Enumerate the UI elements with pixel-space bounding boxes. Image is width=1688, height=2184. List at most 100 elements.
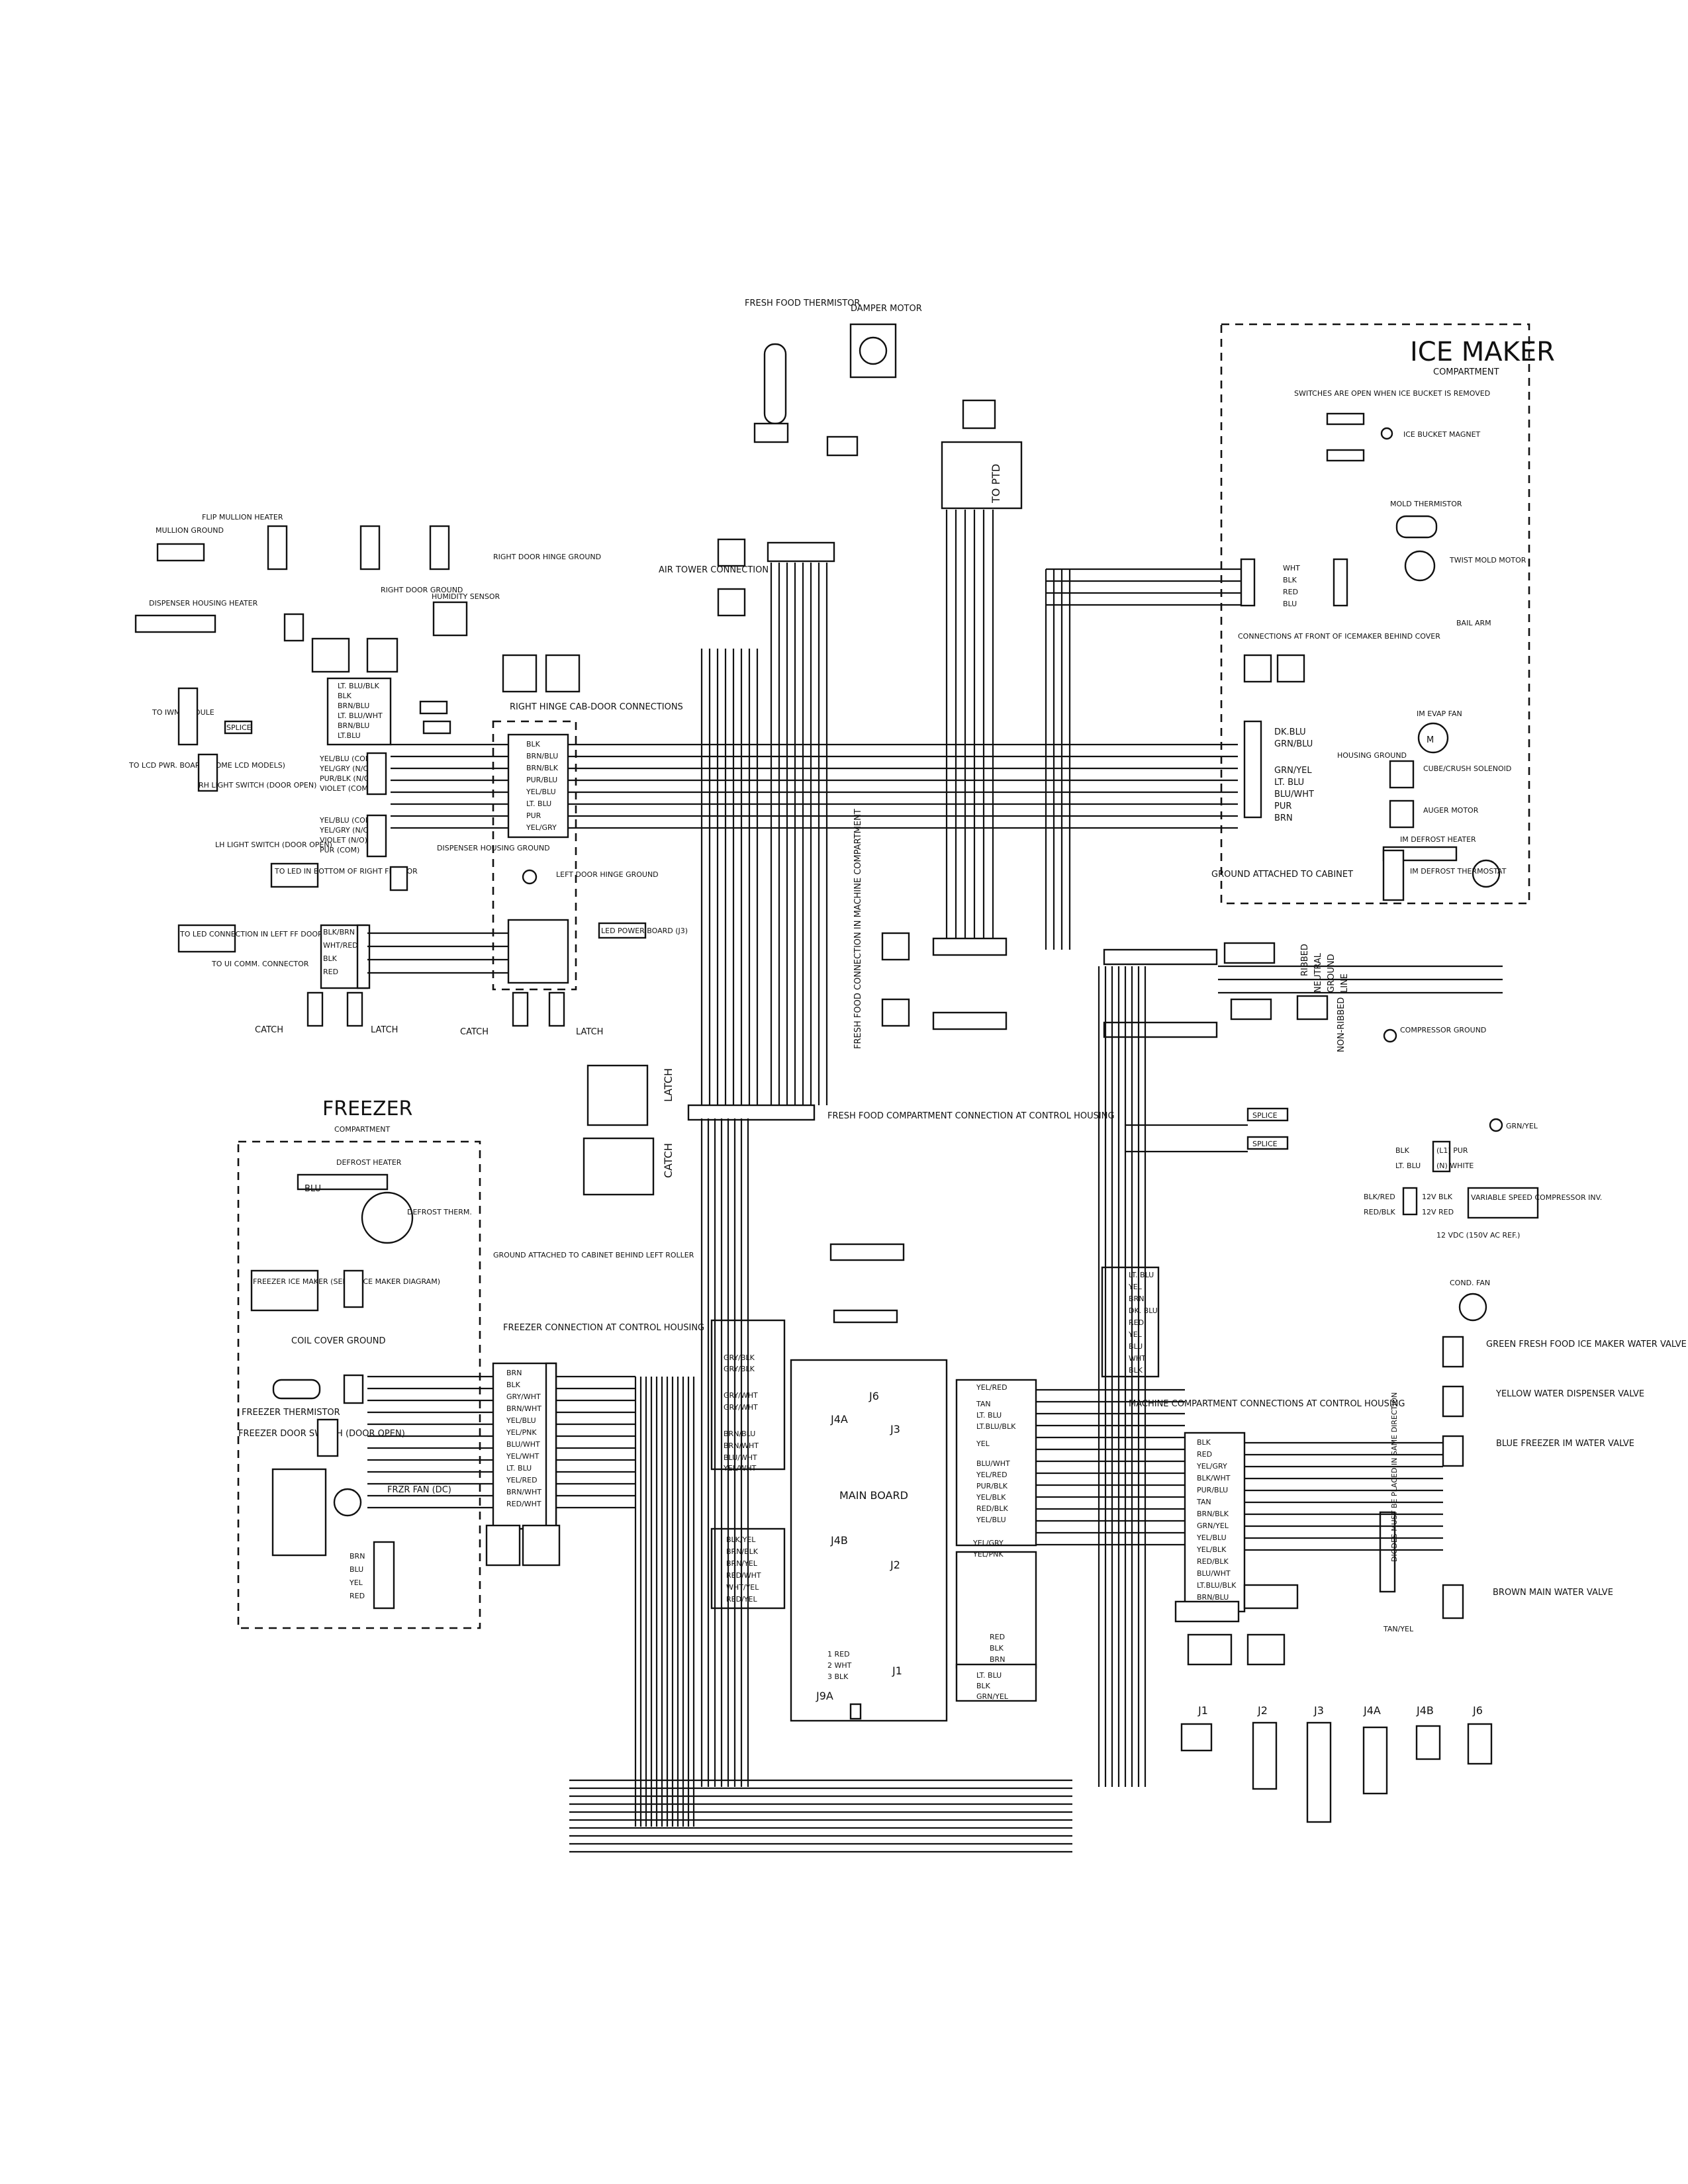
im-plug-a: [1243, 654, 1272, 683]
to-ptd-label: TO PTD: [990, 464, 1002, 504]
mold-thermistor-icon: [1395, 515, 1438, 539]
im-conn-wire-3: LT. BLU: [1274, 778, 1304, 788]
j1-wire-2: GRN/YEL: [976, 1692, 1009, 1701]
j4b-wire-1: BRN/BLK: [726, 1547, 759, 1556]
flip-heater-label: FLIP MULLION HEATER: [202, 513, 283, 522]
j2-wire-3: BLK: [990, 1644, 1004, 1653]
freezer-defrost-heater-label: DEFROST HEATER: [336, 1158, 402, 1167]
lh-switch-wire-2: VIOLET (N/O): [320, 836, 367, 844]
j1-label: J1: [892, 1664, 902, 1677]
ff-housing-title: FRESH FOOD COMPARTMENT CONNECTION AT CON…: [827, 1111, 1115, 1121]
machine-housing-plug-b: [1243, 1584, 1299, 1610]
im-front-connector: [1243, 720, 1262, 819]
freezer-compartment: FREEZER COMPARTMENT DEFROST HEATER BLU D…: [237, 1097, 704, 1629]
fz-wire-9: YEL/RED: [506, 1476, 538, 1484]
magnet-icon: [1380, 427, 1393, 440]
dispenser-heater-connector: [283, 613, 305, 642]
freezer-plug-a: [485, 1524, 521, 1567]
mullion-heater-icon: [156, 543, 205, 562]
mc-wire-10: RED/BLK: [1197, 1557, 1229, 1566]
green-valve-icon: [1442, 1336, 1464, 1368]
ff-machine-connector-bottom: [932, 1011, 1008, 1030]
switch-note: SWITCHES ARE OPEN WHEN ICE BUCKET IS REM…: [1294, 389, 1490, 398]
j1-wire-0: LT. BLU: [976, 1671, 1002, 1680]
machine-plug-a: [1223, 942, 1276, 964]
damper-motor-icon: [849, 323, 897, 379]
freezer-thermistor-label: FREEZER THERMISTOR: [242, 1408, 340, 1418]
j3-label: J3: [890, 1423, 900, 1435]
freezer-fan-connector: [373, 1541, 395, 1610]
dispenser-connector-block: [326, 677, 392, 746]
freezer-door-switch-icon: [316, 1418, 339, 1457]
twist-motor-icon: [1404, 550, 1436, 582]
air-tower-connector: [767, 541, 835, 563]
humidity-label: HUMIDITY SENSOR: [432, 592, 500, 601]
ice-maker-title: ICE MAKER: [1410, 337, 1555, 367]
mc-wire-3: BLK/WHT: [1197, 1474, 1231, 1482]
twist-motor-label: TWIST MOLD MOTOR: [1449, 556, 1526, 565]
im-conn-wire-2: GRN/YEL: [1274, 766, 1312, 776]
lcd-connector: [197, 753, 218, 792]
blk-red-label: BLK/RED: [1364, 1193, 1395, 1201]
im-conn-wire-0: DK.BLU: [1274, 727, 1306, 737]
fz-wire-0: BRN: [506, 1369, 522, 1377]
mc-wire-5: TAN: [1196, 1498, 1211, 1506]
evap-fan-m: M: [1427, 735, 1434, 745]
fz-wire-1: BLK: [506, 1381, 521, 1389]
led-bottom-connector: [389, 866, 408, 891]
freezer-thermistor-icon: [272, 1379, 321, 1400]
legend-j4b-box: [1415, 1725, 1441, 1760]
side-wire-8: BLK: [1129, 1366, 1143, 1375]
im-wire-3: BLU: [1283, 600, 1297, 608]
ff-housing-connector: [687, 1104, 816, 1121]
splice-label-1: SPLICE: [226, 723, 252, 732]
j9a-connector: [849, 1703, 862, 1720]
main-board-section: MAIN BOARD J6 J4A J3 J4B J2 J1 J9A 1 RED…: [710, 1243, 1037, 1722]
latch-label-a: LATCH: [371, 1025, 398, 1035]
plug-6pin: [311, 637, 350, 673]
right-door-ground-label: RIGHT DOOR GROUND: [381, 586, 463, 594]
hinge-wire-4: YEL/BLU: [526, 788, 556, 796]
legend-j1: J1: [1197, 1704, 1208, 1717]
disp-wire-0: LT. BLU/BLK: [338, 682, 380, 690]
freezer-plug-b: [522, 1524, 561, 1567]
hinge-wire-6: PUR: [526, 811, 541, 820]
fz-wire-8: LT. BLU: [506, 1464, 532, 1473]
freezer-fan-label: FRZR FAN (DC): [387, 1485, 451, 1495]
ptd-plug-icon: [962, 399, 996, 430]
thermistor-connector: [753, 422, 789, 443]
led-power-label: LED POWER BOARD (J3): [601, 927, 688, 935]
grn-yel-ground-icon: [1489, 1118, 1503, 1132]
freezer-housing-pins: [545, 1362, 557, 1530]
right-hinge-boundary: [492, 720, 577, 991]
hinge-wire-7: YEL/GRY: [526, 823, 557, 832]
led-connector: [356, 924, 371, 989]
j4b-label: J4B: [830, 1534, 848, 1547]
ff-plug-a: [586, 1064, 649, 1126]
disp-wire-4: BRN/BLU: [338, 721, 369, 730]
latch-label-b: LATCH: [576, 1027, 603, 1037]
latch-icon-b: [548, 991, 565, 1027]
auger-label: AUGER MOTOR: [1423, 806, 1479, 815]
compressor-label: VARIABLE SPEED COMPRESSOR INV.: [1471, 1193, 1602, 1202]
disp-wire-2: BRN/BLU: [338, 702, 369, 710]
im-conn-wire-5: PUR: [1274, 801, 1291, 811]
to-led-left-label: TO LED CONNECTION IN LEFT FF DOOR: [179, 930, 323, 938]
j9a-wire-1: 2 WHT: [827, 1661, 852, 1670]
neutral-label: NEUTRAL: [1313, 952, 1323, 993]
lh-switch-wire-0: YEL/BLU (COM): [319, 816, 375, 825]
disp-wire-1: BLK: [338, 692, 352, 700]
evap-fan-icon: [1417, 722, 1449, 754]
ice-maker-subtitle: COMPARTMENT: [1433, 367, 1499, 377]
machine-splice-label-2: SPLICE: [1252, 1140, 1278, 1148]
led-wire-0: BLK/BRN: [323, 928, 355, 936]
defrost-thermostat-icon: [361, 1191, 414, 1244]
fz-wire-4: YEL/BLU: [506, 1416, 536, 1425]
plug-4pin: [366, 637, 399, 673]
tan-yel-label: TAN/YEL: [1383, 1625, 1414, 1633]
lt-blu-label: LT. BLU: [1395, 1161, 1421, 1170]
j6-label: J6: [868, 1390, 879, 1402]
splice-1: [224, 720, 253, 735]
machine-plug-b: [1230, 998, 1272, 1021]
